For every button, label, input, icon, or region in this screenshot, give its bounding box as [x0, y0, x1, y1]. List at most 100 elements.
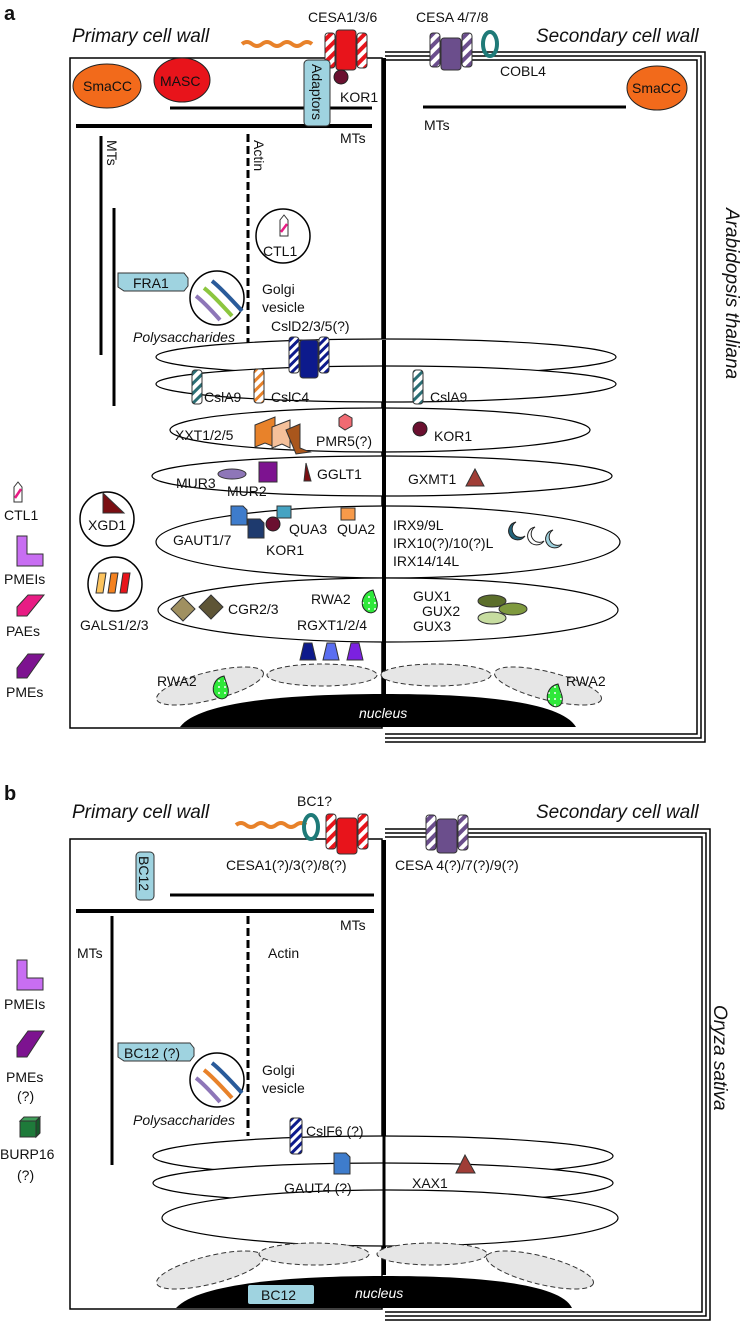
secondary-wall-outline-a	[385, 51, 706, 743]
smacc-left-icon	[72, 63, 142, 109]
xxt-label: XXT1/2/5	[175, 427, 234, 443]
primary-wall-title-a: Primary cell wall	[72, 26, 210, 47]
nucleus-a	[180, 694, 576, 727]
cellulose-fibril-b	[234, 821, 308, 829]
mts-top-label-b: MTs	[340, 917, 366, 933]
fra1-label: FRA1	[133, 275, 169, 291]
ctl1-stripe	[280, 223, 288, 233]
legend-b-label-pmes: PMEs	[6, 1069, 43, 1085]
kor1-mid-label: KOR1	[266, 542, 304, 558]
nucleus-label-b: nucleus	[355, 1285, 403, 1301]
gux2-label: GUX2	[422, 603, 460, 619]
gux2-icon	[498, 602, 528, 616]
cgr-icon-1	[170, 596, 196, 622]
secondary-wall-title-a: Secondary cell wall	[536, 26, 699, 47]
gaut4-label: GAUT4 (?)	[284, 1180, 352, 1196]
rwa2-golgi-label: RWA2	[311, 591, 351, 607]
gux1-label: GUX1	[413, 588, 451, 604]
legend-b: PMEIs PMEs (?) BURP16 (?)	[0, 959, 55, 1183]
legend-label-pmes: PMEs	[6, 684, 43, 700]
masc-icon	[153, 57, 211, 103]
mts-vertical-label-b: MTs	[77, 945, 103, 961]
csld-label: CslD2/3/5(?)	[271, 318, 350, 334]
golgi-vesicle-label-a: Golgi	[262, 281, 295, 297]
smacc-left-label: SmaCC	[83, 78, 132, 94]
xxt-icons	[254, 416, 312, 455]
kor1-top-icon	[333, 69, 349, 85]
qua2-label: QUA2	[337, 521, 375, 537]
xgd1-label: XGD1	[88, 517, 126, 533]
cesa-complex-secondary-b	[425, 814, 469, 854]
csla9-right-label: CslA9	[430, 389, 468, 405]
bc12-nucleus-icon	[248, 1285, 314, 1304]
nucleus-label-a: nucleus	[359, 705, 407, 721]
legend-pae-icon	[16, 594, 46, 617]
irx-label-3: IRX14/14L	[393, 553, 459, 569]
mts-vertical-label-a: MTs	[104, 140, 120, 166]
bc12-top-label: BC12	[136, 856, 152, 891]
rgxt-icon-2	[322, 642, 340, 661]
mur3-label: MUR3	[176, 475, 216, 491]
mur3-icon	[217, 468, 247, 480]
cslf6-icon	[289, 1117, 303, 1155]
actin-label-a: Actin	[251, 140, 267, 171]
rgxt-icon-1	[299, 642, 317, 661]
kor1-top-label: KOR1	[340, 89, 378, 105]
rgxt-label: RGXT1/2/4	[297, 617, 367, 633]
er-dashed-a	[156, 663, 602, 706]
adaptors-icon	[303, 59, 331, 127]
pmr5-label: PMR5(?)	[316, 433, 372, 449]
cslc4-label: CslC4	[271, 389, 309, 405]
smacc-right-label: SmaCC	[632, 80, 681, 96]
bc1-label: BC1?	[297, 793, 332, 809]
polysaccharide-strand-green	[202, 286, 234, 318]
species-label-b: Oryza sativa	[709, 1005, 730, 1111]
kor1-right-icon	[412, 421, 428, 437]
mts-top-label-a: MTs	[340, 130, 366, 146]
gxmt1-icon	[465, 467, 485, 487]
secondary-wall-title-b: Secondary cell wall	[536, 802, 699, 823]
gaut-icon-1	[230, 505, 248, 526]
csla9-left-icon	[191, 369, 203, 405]
cgr-label: CGR2/3	[228, 601, 279, 617]
rwa2-right-icon	[546, 683, 563, 708]
pmr5-icon	[338, 413, 353, 431]
polysaccharide-strand-blue	[210, 279, 244, 313]
xgd1-vesicle	[79, 491, 135, 547]
primary-wall-title-b: Primary cell wall	[72, 802, 210, 823]
cesa-complex-secondary-a	[429, 32, 473, 71]
gglt1-label: GGLT1	[317, 466, 362, 482]
cobl4-icon	[481, 30, 499, 58]
csla9-right-icon	[412, 369, 424, 405]
legend-a: CTL1 PMEIs PAEs PMEs	[4, 481, 46, 700]
rgxt-icon-3	[346, 642, 364, 661]
kor1-right-label: KOR1	[434, 428, 472, 444]
bc12-mid-icon	[117, 1042, 195, 1062]
legend-label-paes: PAEs	[6, 623, 40, 639]
cesa-secondary-label-a: CESA 4/7/8	[416, 9, 489, 25]
secondary-wall-outline-b	[385, 828, 711, 1321]
rwa2-right-label: RWA2	[566, 673, 606, 689]
actin-label-b: Actin	[268, 945, 299, 961]
legend-ctl1-stripe	[13, 488, 23, 499]
gaut-icon-2	[247, 518, 265, 539]
legend-pmei-icon	[16, 535, 44, 567]
species-label-a: Arabidopsis thaliana	[721, 207, 740, 379]
golgi-vesicle-label2-b: vesicle	[262, 1080, 305, 1096]
cgr-icon-2	[198, 594, 224, 620]
gals-label: GALS1/2/3	[80, 617, 149, 633]
polysaccharides-label-b: Polysaccharides	[133, 1112, 235, 1128]
fra1-icon	[117, 272, 189, 292]
panel-letter-a: a	[4, 3, 16, 25]
legend-b-label-burp16-uncertain: (?)	[17, 1167, 34, 1183]
masc-label: MASC	[160, 73, 200, 89]
legend-b-label-pmeis: PMEIs	[4, 996, 45, 1012]
xax1-label: XAX1	[412, 1175, 448, 1191]
er-dashed-b	[156, 1242, 594, 1290]
rwa2-left-icon	[212, 675, 229, 700]
legend-b-pme-icon	[16, 1030, 45, 1058]
kor1-mid-icon	[265, 516, 281, 532]
ctl1-vesicle-label: CTL1	[263, 243, 297, 259]
gxmt1-label: GXMT1	[408, 471, 456, 487]
rwa2-golgi-icon	[361, 589, 378, 614]
